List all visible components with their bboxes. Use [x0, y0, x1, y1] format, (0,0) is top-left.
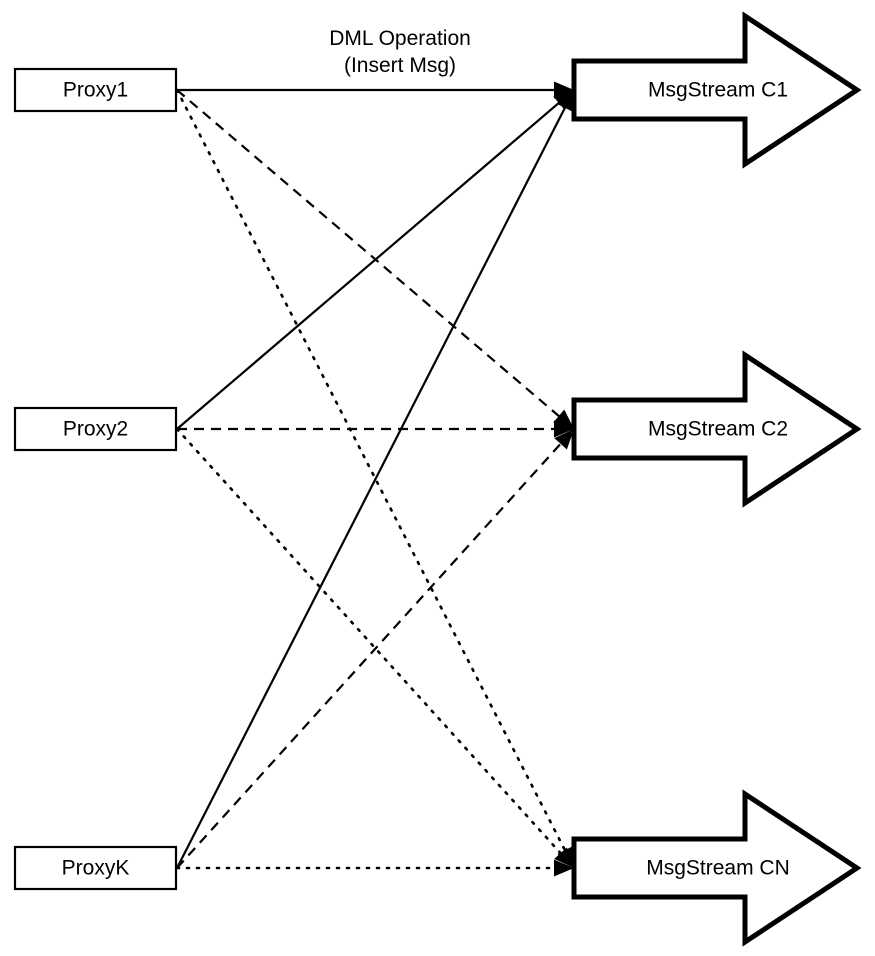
connection-line-solid	[176, 93, 574, 869]
dml-operation-annotation: DML Operation (Insert Msg)	[329, 27, 471, 77]
connection-proxyk-to-c1	[176, 90, 574, 869]
stream-block-stream_c1[interactable]: MsgStream C1	[571, 11, 862, 169]
annotation-line-2: (Insert Msg)	[344, 54, 456, 77]
connection-line-dashed	[176, 431, 573, 869]
stream-label: MsgStream C1	[648, 79, 788, 102]
producer-node-proxy2[interactable]: Proxy2	[13, 406, 178, 452]
connection-proxyk-to-c2	[176, 429, 574, 869]
connection-line-solid	[176, 91, 572, 430]
connections-layer	[175, 81, 574, 877]
connection-arrowhead	[554, 81, 574, 99]
connection-proxy1-to-c2	[176, 89, 574, 429]
producer-node-proxy1[interactable]: Proxy1	[13, 67, 178, 113]
stream-label: MsgStream C2	[648, 418, 788, 441]
producer-node-proxyk[interactable]: ProxyK	[13, 845, 178, 891]
connection-proxy2-to-cn	[175, 427, 574, 868]
producer-label: Proxy2	[63, 418, 128, 441]
connection-arrowhead	[557, 90, 574, 112]
producer-box-shape	[13, 67, 178, 113]
connection-line-dashed	[176, 89, 572, 428]
stream-block-stream_cn[interactable]: MsgStream CN	[571, 789, 862, 947]
producer-box-shape	[13, 406, 178, 452]
connection-line-dotted	[175, 427, 573, 867]
connection-arrowhead	[553, 409, 574, 429]
connection-proxyk-to-cn	[175, 859, 574, 877]
producer-box-shape	[13, 845, 178, 891]
streams-layer: MsgStream C1 MsgStream C2 MsgStream CN	[571, 11, 862, 947]
connection-proxy2-to-c2	[177, 420, 574, 438]
connection-line-dotted	[175, 88, 574, 866]
block-arrow-shape	[571, 789, 862, 947]
connection-arrowhead	[554, 847, 574, 868]
producer-label: ProxyK	[62, 857, 130, 880]
annotation-line-1: DML Operation	[329, 27, 471, 50]
stream-block-stream_c2[interactable]: MsgStream C2	[571, 350, 862, 508]
connection-arrowhead	[554, 859, 574, 877]
block-arrow-shape	[571, 11, 862, 169]
stream-label: MsgStream CN	[646, 857, 790, 880]
connection-arrowhead	[554, 429, 574, 450]
connection-proxy1-to-c1	[177, 81, 574, 99]
connection-arrowhead	[554, 420, 574, 438]
producer-label: Proxy1	[63, 79, 128, 102]
block-arrow-shape	[571, 350, 862, 508]
